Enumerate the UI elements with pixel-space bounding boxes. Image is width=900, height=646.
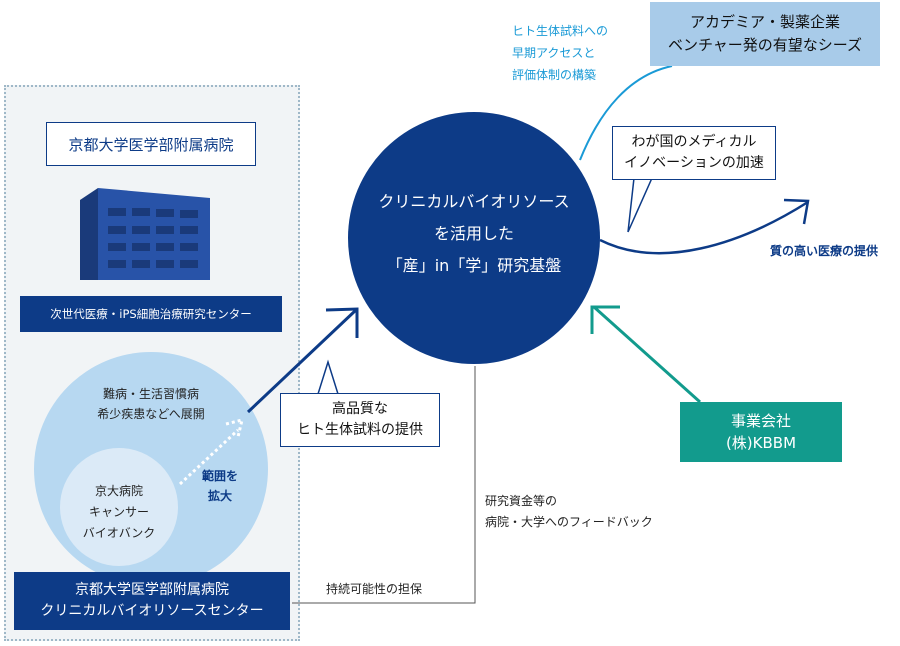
outer-circle-text: 難病・生活習慣病 希少疾患などへ展開 xyxy=(70,384,232,425)
biobank-center-line-1: 京都大学医学部附属病院 xyxy=(75,582,229,598)
outer-circle-line-1: 難病・生活習慣病 xyxy=(102,387,199,401)
innovation-callout: わが国のメディカル イノベーションの加速 xyxy=(612,126,776,180)
feedback-line-2: 病院・大学へのフィードバック xyxy=(485,515,653,529)
access-label: ヒト生体試料への 早期アクセスと 評価体制の構築 xyxy=(512,20,642,87)
kbbm-line-1: 事業会社 xyxy=(730,411,791,430)
expand-arrow xyxy=(178,417,245,486)
innovation-line-2: イノベーションの加速 xyxy=(624,155,764,171)
feedback-label: 研究資金等の 病院・大学へのフィードバック xyxy=(485,491,705,533)
expand-line-2: 拡大 xyxy=(207,489,232,504)
innovation-pointer xyxy=(627,177,654,233)
access-line-1: ヒト生体試料への xyxy=(512,24,609,38)
central-line-2: を活用した xyxy=(433,224,514,243)
hospital-title: 京都大学医学部附属病院 xyxy=(68,135,234,154)
feedback-line-1: 研究資金等の xyxy=(485,494,558,508)
research-center-bar: 次世代医療・iPS細胞治療研究センター xyxy=(20,296,282,332)
sustain-text: 持続可能性の担保 xyxy=(326,582,423,596)
academia-line-2: ベンチャー発の有望なシーズ xyxy=(667,36,863,54)
inner-circle xyxy=(60,448,178,566)
outer-circle-line-2: 希少疾患などへ展開 xyxy=(97,407,205,422)
kbbm-arrow xyxy=(590,305,702,404)
expand-line-1: 範囲を xyxy=(201,469,238,483)
research-center-label: 次世代医療・iPS細胞治療研究センター xyxy=(50,307,252,321)
sustain-label: 持続可能性の担保 xyxy=(326,580,476,599)
inner-circle-line-2: キャンサー xyxy=(88,505,149,519)
high-quality-callout: 高品質な ヒト生体試料の提供 xyxy=(280,393,440,447)
central-circle xyxy=(348,112,600,364)
supply-arrow xyxy=(246,307,359,414)
hospital-title-box: 京都大学医学部附属病院 xyxy=(46,122,256,166)
academia-line-1: アカデミア・製薬企業 xyxy=(689,12,840,31)
access-line-2: 早期アクセスと xyxy=(512,46,596,61)
access-curve xyxy=(579,65,673,161)
quality-arrow xyxy=(599,198,810,255)
kbbm-line-2: (株)KBBM xyxy=(725,434,797,452)
inner-circle-line-1: 京大病院 xyxy=(94,484,143,498)
high-quality-line-1: 高品質な xyxy=(332,401,388,417)
kbbm-box: 事業会社 (株)KBBM xyxy=(680,402,842,462)
building-icon xyxy=(80,188,210,280)
feedback-line xyxy=(292,366,476,604)
high-quality-pointer xyxy=(316,359,340,395)
central-circle-text: クリニカルバイオリソース を活用した 「産」in「学」研究基盤 xyxy=(356,186,592,282)
innovation-line-1: わが国のメディカル xyxy=(631,134,757,150)
quality-care-text: 質の高い医療の提供 xyxy=(770,244,879,258)
inner-circle-text: 京大病院 キャンサー バイオバンク xyxy=(62,481,176,544)
central-line-3: 「産」in「学」研究基盤 xyxy=(386,256,562,275)
high-quality-line-2: ヒト生体試料の提供 xyxy=(297,422,423,438)
inner-circle-line-3: バイオバンク xyxy=(82,526,156,540)
biobank-center-bar: 京都大学医学部附属病院 クリニカルバイオリソースセンター xyxy=(14,572,290,630)
central-line-1: クリニカルバイオリソース xyxy=(378,192,570,211)
quality-care-label: 質の高い医療の提供 xyxy=(770,242,900,259)
expand-label: 範囲を 拡大 xyxy=(195,466,245,507)
access-line-3: 評価体制の構築 xyxy=(512,68,597,83)
academia-box: アカデミア・製薬企業 ベンチャー発の有望なシーズ xyxy=(650,2,880,66)
biobank-center-line-2: クリニカルバイオリソースセンター xyxy=(40,603,264,619)
